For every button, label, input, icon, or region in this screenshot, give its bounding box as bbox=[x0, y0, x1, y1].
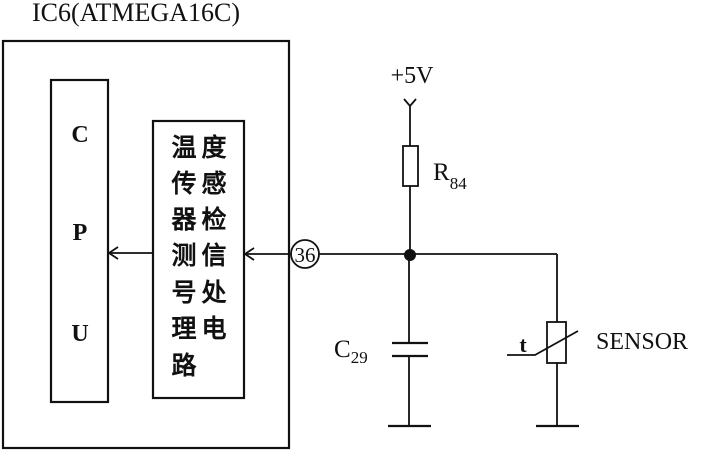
pin-number: 36 bbox=[295, 243, 316, 267]
cpu-letter-u: U bbox=[71, 321, 88, 347]
arrow-head-icon bbox=[107, 246, 119, 260]
signal-char: 号 bbox=[171, 278, 196, 307]
signal-char: 器 bbox=[170, 205, 197, 234]
cpu-letter-p: P bbox=[73, 220, 88, 246]
signal-char: 电 bbox=[201, 314, 226, 343]
thermistor-slash bbox=[507, 330, 579, 356]
signal-processing-block bbox=[151, 119, 246, 400]
signal-char: 检 bbox=[201, 205, 226, 234]
sensor-label: SENSOR bbox=[596, 329, 688, 355]
signal-char: 传 bbox=[170, 169, 196, 198]
signal-char: 处 bbox=[200, 278, 226, 307]
sensor-param: t bbox=[519, 332, 527, 357]
signal-char: 温 bbox=[171, 133, 196, 162]
capacitor-letter: C bbox=[334, 336, 351, 363]
ic-title: IC6(ATMEGA16C) bbox=[32, 0, 240, 27]
capacitor-subscript: 29 bbox=[351, 348, 368, 367]
capacitor-label: C29 bbox=[334, 336, 368, 367]
arrow-head-icon bbox=[243, 247, 255, 261]
cpu-block bbox=[49, 78, 110, 404]
signal-char: 路 bbox=[171, 351, 197, 380]
signal-char: 理 bbox=[171, 314, 196, 343]
resistor-r84-symbol bbox=[402, 145, 419, 187]
ic-package-box bbox=[1, 39, 291, 450]
signal-char: 测 bbox=[171, 241, 196, 270]
signal-char: 信 bbox=[201, 241, 226, 270]
cpu-letter-c: C bbox=[71, 122, 88, 148]
supply-arrow-icon bbox=[403, 98, 417, 108]
resistor-label: R84 bbox=[433, 159, 467, 193]
supply-label: +5V bbox=[391, 63, 435, 89]
junction-dot bbox=[404, 249, 416, 261]
signal-char: 感 bbox=[201, 169, 226, 198]
resistor-subscript: 84 bbox=[450, 174, 468, 193]
resistor-letter: R bbox=[433, 159, 450, 186]
signal-char: 度 bbox=[201, 133, 226, 162]
signal-block-label: 温 传 器 测 号 理 路 度 感 检 信 处 电 bbox=[170, 133, 226, 380]
